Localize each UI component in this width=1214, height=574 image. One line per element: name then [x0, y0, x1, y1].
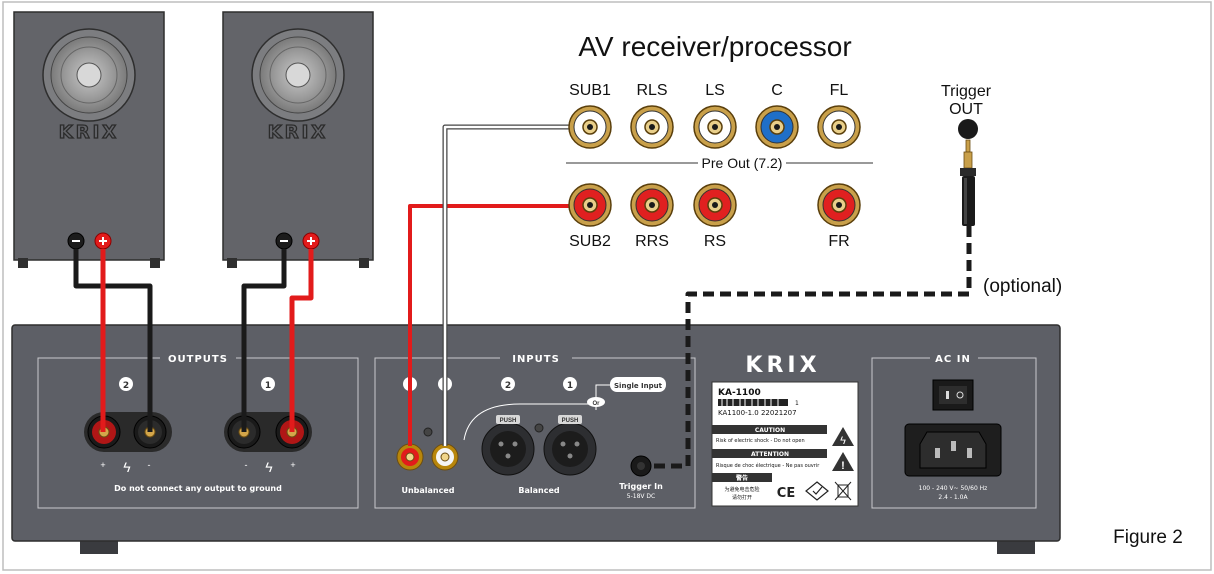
- cable-black-left: [73, 249, 153, 432]
- cable-black-right: [241, 249, 287, 432]
- top-jack-label: LS: [705, 82, 725, 99]
- outputs-title: OUTPUTS: [168, 354, 228, 365]
- trigger-in-label: Trigger In: [619, 482, 663, 491]
- amplifier-rear-panel: OUTPUTS INPUTS AC IN 2 1 + ϟ -: [11, 324, 1061, 554]
- ac-current: 2.4 - 1.0A: [938, 494, 968, 501]
- output-2-plus-label: +: [100, 460, 105, 470]
- pre-out-label: Pre Out (7.2): [702, 155, 783, 171]
- input-2-badge: 2: [505, 381, 511, 391]
- output-1-lightning-icon: ϟ: [265, 459, 273, 475]
- cable-red-right: [289, 249, 314, 432]
- cable-white-sub1: [443, 125, 584, 446]
- trigger-out-label-1: Trigger: [941, 83, 992, 100]
- trigger-out-jack: [958, 119, 978, 139]
- rca-input-white: [431, 443, 459, 471]
- trigger-in-voltage: 5-18V DC: [627, 493, 655, 500]
- top-jack-sub1: SUB1: [568, 82, 612, 149]
- ground-warning: Do not connect any output to ground: [114, 484, 282, 493]
- top-jack-fl: FL: [817, 82, 861, 149]
- subwoofer-right: KRIX: [222, 11, 374, 268]
- serial-index: 1: [795, 400, 799, 407]
- bottom-jack-rrs: RRS: [630, 183, 674, 250]
- barcode: [718, 399, 788, 406]
- serial-code: KA1100-1.0 22021207: [718, 409, 797, 417]
- trigger-out-label-2: OUT: [949, 101, 983, 118]
- receiver-top-jacks: SUB1 RLS LS C FL: [568, 82, 861, 149]
- svg-text:PUSH: PUSH: [500, 418, 517, 424]
- inputs-title: INPUTS: [512, 354, 560, 365]
- input-1-badge: 1: [567, 381, 573, 391]
- output-1-plus-label: +: [290, 460, 295, 470]
- speaker-brand-logo: KRIX: [268, 122, 328, 143]
- top-jack-rls: RLS: [630, 82, 674, 149]
- output-1-badge: 1: [265, 381, 271, 391]
- optional-label: (optional): [983, 276, 1062, 297]
- single-input-tag: [610, 377, 666, 392]
- bottom-jack-label: FR: [828, 233, 849, 250]
- output-2-badge: 2: [123, 381, 129, 391]
- top-jack-label: SUB1: [569, 82, 611, 99]
- caution-title: CAUTION: [755, 427, 785, 434]
- signal-cables: [408, 124, 972, 469]
- rca-input-red: [396, 443, 424, 471]
- output-1-minus-label: -: [245, 460, 248, 470]
- top-jack-label: C: [771, 82, 783, 99]
- bottom-jack-label: SUB2: [569, 233, 611, 250]
- warning-text-2: 请勿打开: [732, 494, 752, 501]
- bottom-jack-label: RRS: [635, 233, 669, 250]
- caution-text: Risk of electric shock - Do not open: [716, 438, 805, 444]
- figure-label: Figure 2: [1113, 527, 1183, 548]
- svg-text:!: !: [841, 460, 845, 472]
- output-1-binding-posts: [224, 412, 312, 452]
- output-2-lightning-icon: ϟ: [123, 459, 131, 475]
- cable-trigger-optional: [650, 226, 972, 469]
- weee-bin-icon: [834, 481, 852, 501]
- output-2-binding-posts: [84, 412, 172, 452]
- ce-mark: CE: [777, 486, 795, 501]
- warning-title: 警告: [735, 474, 748, 482]
- or-label: Or: [592, 401, 600, 407]
- bottom-jack-fr: FR: [817, 183, 861, 250]
- rcm-mark-icon: [805, 481, 829, 501]
- rating-sticker: KA-1100 1 KA1100-1.0 22021207 CAUTION Ri…: [711, 381, 859, 507]
- cable-red-sub2: [408, 204, 584, 446]
- speaker-cables: [73, 249, 314, 432]
- subwoofer-left: KRIX: [13, 11, 165, 268]
- model-number: KA-1100: [718, 388, 761, 398]
- bottom-jack-label: RS: [704, 233, 726, 250]
- caution-warning-icon: [832, 452, 854, 471]
- single-input-label: Single Input: [614, 382, 663, 390]
- amplifier-brand-logo: KRIX: [745, 353, 820, 378]
- svg-text:PUSH: PUSH: [562, 418, 579, 424]
- mini-jack-plug-icon: [960, 139, 976, 226]
- ac-in-title: AC IN: [935, 354, 971, 365]
- attention-title: ATTENTION: [751, 451, 789, 458]
- unbalanced-label: Unbalanced: [401, 486, 454, 495]
- svg-text:ϟ: ϟ: [840, 435, 846, 447]
- receiver-title: AV receiver/processor: [578, 31, 851, 62]
- top-jack-c: C: [755, 82, 799, 149]
- warning-text-1: 为避免电击危险: [724, 486, 759, 493]
- xlr-input-2: PUSH: [481, 415, 535, 476]
- speaker-brand-logo: KRIX: [59, 122, 119, 143]
- attention-text: Risque de choc électrique - Ne pas ouvri…: [716, 462, 820, 469]
- output-2-minus-label: -: [148, 460, 151, 470]
- xlr-input-1: PUSH: [543, 415, 597, 476]
- ac-voltage: 100 - 240 V~ 50/60 Hz: [919, 485, 988, 492]
- bottom-jack-rs: RS: [693, 183, 737, 250]
- top-jack-label: FL: [830, 82, 849, 99]
- top-jack-label: RLS: [636, 82, 667, 99]
- shock-warning-icon: [832, 427, 854, 446]
- bottom-jack-sub2: SUB2: [568, 183, 612, 250]
- top-jack-ls: LS: [693, 82, 737, 149]
- balanced-label: Balanced: [518, 486, 560, 495]
- receiver-bottom-jacks: SUB2 RRS RS FR: [568, 183, 861, 250]
